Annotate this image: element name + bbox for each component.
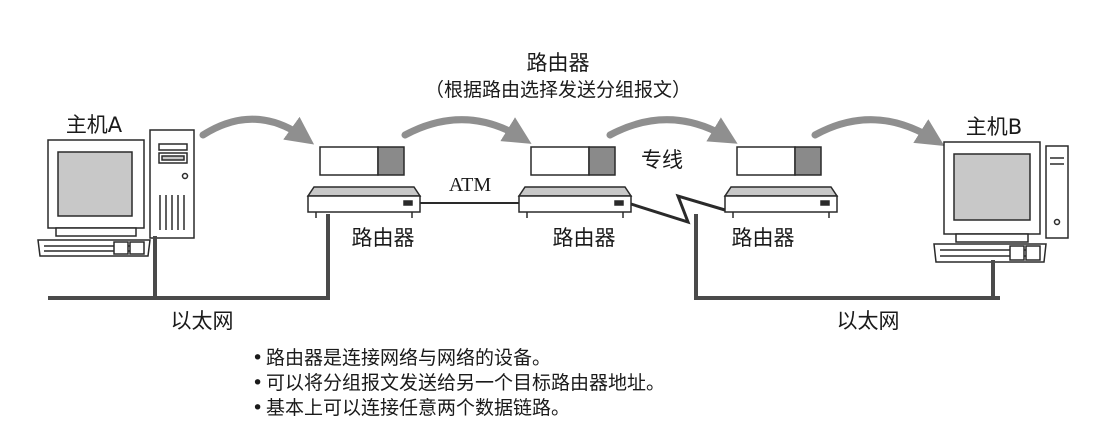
atm-label: ATM xyxy=(449,174,491,196)
packet-2 xyxy=(530,146,616,176)
host-b-computer xyxy=(933,141,1069,263)
diagram-subtitle: （根据路由选择发送分组报文） xyxy=(425,79,691,101)
ethernet-left xyxy=(48,214,330,300)
packet-1 xyxy=(319,146,405,176)
leased-line-link xyxy=(630,193,726,225)
host-a-label: 主机A xyxy=(66,113,123,137)
router-2-label: 路由器 xyxy=(553,226,616,250)
packet-3 xyxy=(736,146,822,176)
ethernet-right-label: 以太网 xyxy=(837,309,900,333)
note-item: •基本上可以连接任意两个数据链路。 xyxy=(252,397,571,419)
note-text: 可以将分组报文发送给另一个目标路由器地址。 xyxy=(266,372,666,394)
note-text: 路由器是连接网络与网络的设备。 xyxy=(266,347,552,369)
host-b-label: 主机B xyxy=(966,115,1022,139)
leased-line-label: 专线 xyxy=(641,148,683,172)
host-a-computer xyxy=(37,129,195,257)
router-3-label: 路由器 xyxy=(732,226,795,250)
forwarding-arrows xyxy=(199,115,945,146)
arrow-2 xyxy=(401,116,532,144)
router-2 xyxy=(517,186,633,218)
arrow-3 xyxy=(606,116,738,144)
arrow-1 xyxy=(199,115,315,145)
router-1 xyxy=(306,186,422,218)
diagram-title: 路由器 xyxy=(527,51,590,75)
ethernet-left-label: 以太网 xyxy=(171,309,234,333)
router-1-label: 路由器 xyxy=(352,226,415,250)
note-item: •可以将分组报文发送给另一个目标路由器地址。 xyxy=(252,372,666,394)
notes-list: •路由器是连接网络与网络的设备。 •可以将分组报文发送给另一个目标路由器地址。 … xyxy=(252,346,665,421)
ethernet-right xyxy=(694,214,1000,300)
arrow-4 xyxy=(811,116,945,146)
router-3 xyxy=(723,186,839,218)
note-text: 基本上可以连接任意两个数据链路。 xyxy=(266,397,571,419)
note-item: •路由器是连接网络与网络的设备。 xyxy=(252,347,552,369)
